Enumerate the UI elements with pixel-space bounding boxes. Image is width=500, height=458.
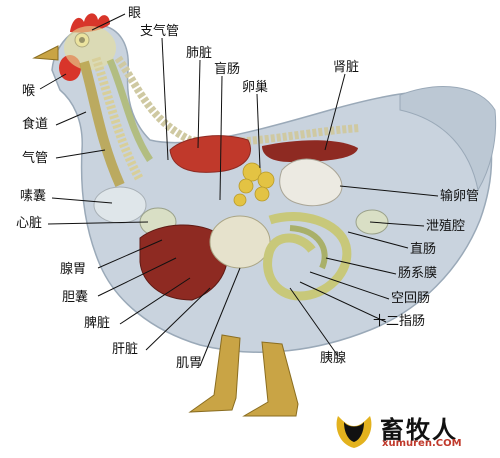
label-trachea: 气管 bbox=[22, 151, 49, 166]
intestine-shape bbox=[263, 212, 352, 301]
label-gallbladder: 胆囊 bbox=[62, 290, 89, 305]
label-cloaca: 泄殖腔 bbox=[426, 219, 466, 234]
leader-lines bbox=[39, 13, 439, 367]
label-spleen: 脾脏 bbox=[84, 316, 111, 331]
label-lung: 肺脏 bbox=[186, 46, 213, 61]
beak bbox=[32, 45, 59, 61]
label-duodenum: 十二指肠 bbox=[373, 314, 426, 329]
label-oviduct: 输卵管 bbox=[440, 189, 480, 204]
ovary-shape bbox=[233, 162, 275, 207]
label-pancreas: 胰腺 bbox=[320, 351, 347, 366]
label-cecum: 盲肠 bbox=[214, 62, 241, 77]
label-jejunum: 空回肠 bbox=[391, 291, 431, 306]
oviduct-shape bbox=[279, 158, 343, 207]
label-liver: 肝脏 bbox=[112, 342, 139, 357]
label-proventriculus: 腺胃 bbox=[60, 262, 87, 277]
head-interior bbox=[64, 26, 116, 70]
label-ovary: 卵巢 bbox=[242, 80, 269, 95]
label-eye: 眼 bbox=[128, 6, 142, 21]
label-larynx: 喉 bbox=[22, 84, 36, 99]
label-gizzard: 肌胃 bbox=[176, 356, 203, 371]
label-heart: 心脏 bbox=[16, 216, 43, 231]
watermark-logo-icon bbox=[336, 416, 372, 448]
label-bronchus: 支气管 bbox=[140, 24, 180, 39]
crop-shape bbox=[93, 186, 147, 224]
label-esophagus: 食道 bbox=[22, 117, 49, 132]
label-mesentery: 肠系膜 bbox=[398, 266, 438, 281]
label-kidney: 肾脏 bbox=[333, 60, 360, 75]
label-rectum: 直肠 bbox=[410, 242, 437, 257]
esophagus-shape bbox=[79, 60, 125, 188]
kidney-shape bbox=[262, 140, 358, 162]
gizzard-shape bbox=[209, 215, 271, 269]
watermark-url: xumuren.COM bbox=[382, 438, 462, 449]
lung-shape bbox=[169, 135, 252, 173]
legs bbox=[188, 334, 299, 417]
watermark-text: 畜牧人 bbox=[380, 416, 458, 444]
label-crop: 嗉囊 bbox=[20, 189, 47, 204]
tail-region bbox=[399, 86, 497, 192]
liver-shape bbox=[139, 224, 228, 301]
